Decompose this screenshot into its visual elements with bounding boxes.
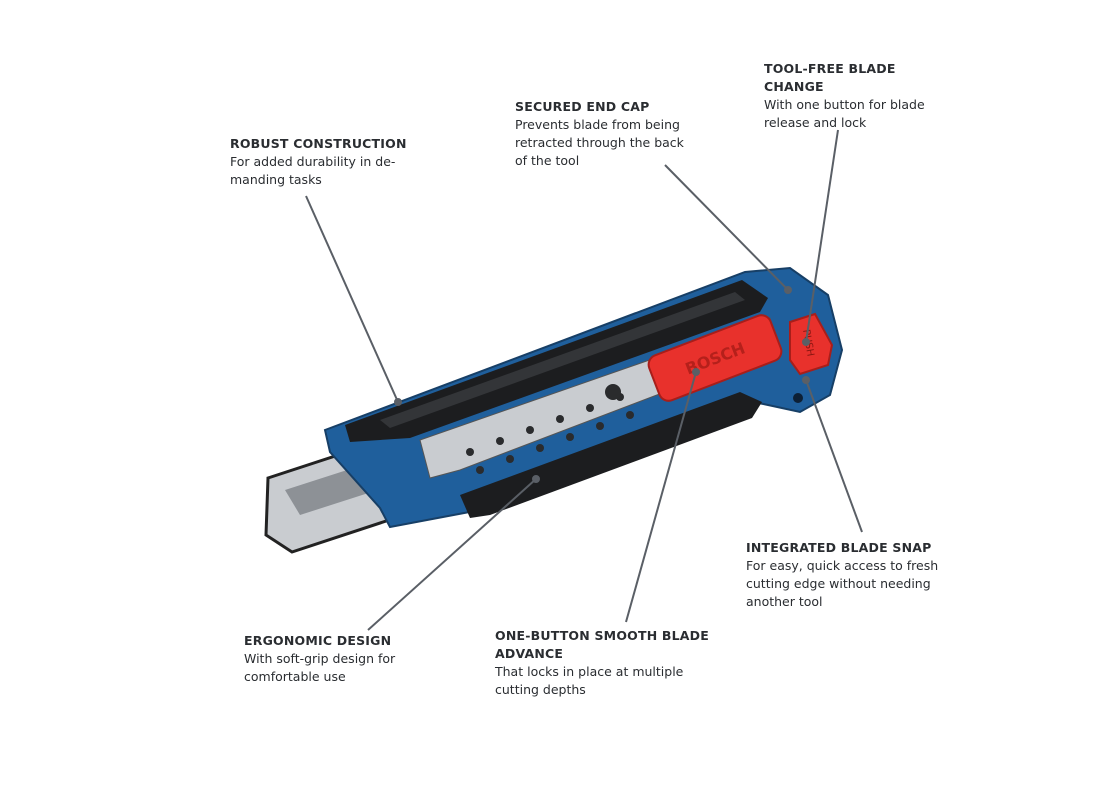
callout-body: Prevents blade from being — [515, 117, 680, 132]
callout-body: another tool — [746, 594, 823, 609]
callout-body: With soft-grip design for — [244, 651, 396, 666]
callout-title: ERGONOMIC DESIGN — [244, 633, 392, 648]
callout-body: manding tasks — [230, 172, 322, 187]
callout-robust-construction: ROBUST CONSTRUCTION For added durability… — [230, 135, 407, 189]
callout-body: cutting edge without needing — [746, 576, 931, 591]
callout-body: With one button for blade — [764, 97, 925, 112]
callout-body: retracted through the back — [515, 135, 684, 150]
callout-title: SECURED END CAP — [515, 99, 650, 114]
callout-body: release and lock — [764, 115, 867, 130]
lower-grip — [460, 392, 762, 518]
callout-title: ROBUST CONSTRUCTION — [230, 136, 407, 151]
callout-body: cutting depths — [495, 682, 586, 697]
blade-notches — [466, 384, 634, 474]
callout-body: That locks in place at multiple — [495, 664, 684, 679]
callout-body: of the tool — [515, 153, 580, 168]
callout-title: ADVANCE — [495, 646, 564, 661]
callout-body: comfortable use — [244, 669, 346, 684]
blade-release-push-button[interactable]: PUSH — [789, 312, 834, 376]
callout-title: TOOL-FREE BLADE — [764, 61, 896, 76]
callout-tool-free-blade-change: TOOL-FREE BLADE CHANGE With one button f… — [764, 60, 925, 132]
callout-body: For easy, quick access to fresh — [746, 558, 939, 573]
callout-secured-end-cap: SECURED END CAP Prevents blade from bein… — [515, 98, 684, 170]
callout-title: INTEGRATED BLADE SNAP — [746, 540, 932, 555]
callout-integrated-blade-snap: INTEGRATED BLADE SNAP For easy, quick ac… — [746, 539, 938, 611]
blade-snap-slot — [793, 393, 803, 403]
leader-lines — [305, 129, 863, 631]
callout-body: For added durability in de- — [230, 154, 396, 169]
callout-ergonomic-design: ERGONOMIC DESIGN With soft-grip design f… — [244, 632, 395, 686]
upper-grip-groove — [380, 292, 745, 428]
callout-title: ONE-BUTTON SMOOTH BLADE — [495, 628, 709, 643]
callout-one-button-blade-advance: ONE-BUTTON SMOOTH BLADE ADVANCE That loc… — [495, 627, 709, 699]
callout-title: CHANGE — [764, 79, 824, 94]
